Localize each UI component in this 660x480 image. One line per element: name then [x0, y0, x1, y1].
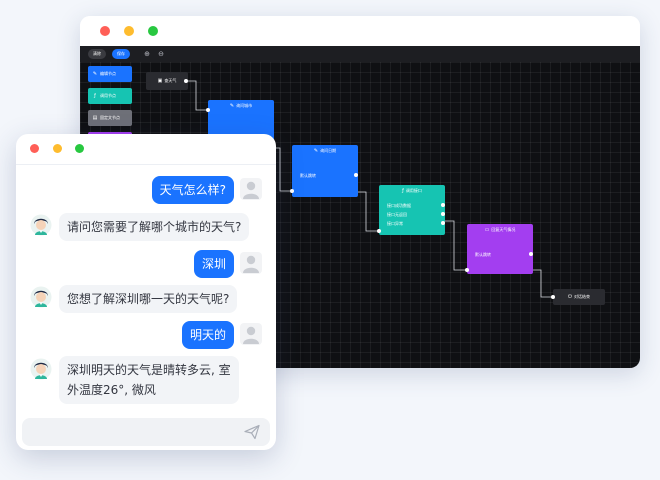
minimize-window-dot[interactable]: [124, 26, 134, 36]
wire-n1-n2: [272, 147, 292, 192]
message-text: 天气怎么样?: [159, 183, 226, 197]
bot-message-bubble: 深圳明天的天气是晴转多云, 室 外温度26°, 微风: [59, 356, 239, 404]
input-port[interactable]: [551, 295, 555, 299]
divider: [16, 164, 276, 165]
clear-button[interactable]: 清除: [88, 49, 106, 59]
message-text: 深圳: [201, 257, 226, 271]
bot-message-bubble: 您想了解深圳哪一天的天气呢?: [59, 285, 238, 313]
maximize-window-dot[interactable]: [75, 144, 84, 153]
wire-n4-end: [531, 269, 553, 298]
user-avatar: [240, 323, 262, 345]
close-window-dot[interactable]: [100, 26, 110, 36]
wire-n3-n4: [443, 220, 467, 271]
flow-node-ask-date[interactable]: ✎询问日期 默认跳转: [290, 145, 358, 197]
node-row-label: 默认跳转: [475, 252, 491, 257]
node-row-label: 默认跳转: [300, 173, 316, 178]
maximize-window-dot[interactable]: [148, 26, 158, 36]
node-row-label: 接口异常: [387, 221, 403, 226]
output-port[interactable]: [441, 212, 445, 216]
zoom-in-icon[interactable]: ⊕: [144, 50, 150, 58]
close-window-dot[interactable]: [30, 144, 39, 153]
output-port[interactable]: [184, 79, 188, 83]
edit-icon: ✎: [313, 148, 319, 154]
message-text: 您想了解深圳哪一天的天气呢?: [67, 292, 230, 306]
palette-item-label: 调用节点: [100, 93, 116, 98]
output-port[interactable]: [441, 203, 445, 207]
user-avatar: [240, 252, 262, 274]
user-message-bubble: 明天的: [181, 321, 234, 349]
user-message-bubble: 天气怎么样?: [151, 176, 234, 204]
wire-start-n1: [186, 80, 208, 111]
function-icon: ƒ: [94, 93, 96, 99]
output-port[interactable]: [529, 252, 533, 256]
palette-item-text-node[interactable]: ▤固定文节点: [88, 110, 132, 126]
node-title: 回复天气情况: [491, 227, 516, 232]
user-message-bubble: 深圳: [193, 250, 234, 278]
wire-n2-n3: [356, 191, 379, 232]
node-row-label: 接口无返回: [387, 212, 407, 217]
bot-avatar: [30, 286, 52, 308]
message-text: 请问您需要了解哪个城市的天气?: [67, 220, 242, 234]
message-input[interactable]: [22, 418, 270, 446]
palette-item-label: 编辑节点: [100, 71, 116, 76]
input-port[interactable]: [206, 108, 210, 112]
output-port[interactable]: [354, 173, 358, 177]
flow-node-end[interactable]: ⏻对话结束: [551, 289, 605, 305]
message-text-line: 外温度26°, 微风: [67, 383, 156, 397]
palette-item-edit-node[interactable]: ✎编辑节点: [88, 66, 132, 82]
bot-message-bubble: 请问您需要了解哪个城市的天气?: [59, 213, 250, 241]
node-label: 查天气: [164, 78, 177, 83]
start-node-icon: ▣: [157, 78, 163, 84]
editor-titlebar: [80, 16, 640, 46]
chat-window: 天气怎么样? 请问您需要了解哪个城市的天气? 深圳 您想了解深圳哪一天的天气呢?…: [16, 134, 276, 450]
minimize-window-dot[interactable]: [53, 144, 62, 153]
node-title: 调用接口: [405, 188, 422, 193]
message-icon: ▭: [484, 227, 490, 233]
input-port[interactable]: [377, 229, 381, 233]
text-icon: ▤: [92, 115, 98, 121]
message-text: 明天的: [189, 328, 226, 342]
user-avatar: [240, 178, 262, 200]
node-label: 对话结束: [573, 294, 590, 299]
node-row-label: 接口成功数据: [387, 203, 411, 208]
message-text-line: 深圳明天的天气是晴转多云, 室: [67, 363, 231, 377]
node-title: 询问日期: [320, 148, 337, 153]
output-port[interactable]: [441, 221, 445, 225]
flow-connections: [186, 80, 553, 298]
palette-item-label: 固定文节点: [100, 115, 120, 120]
input-port[interactable]: [290, 189, 294, 193]
input-port[interactable]: [465, 268, 469, 272]
send-icon[interactable]: [244, 424, 260, 440]
bot-avatar: [30, 214, 52, 236]
palette-item-call-node[interactable]: ƒ 调用节点: [88, 88, 132, 104]
function-icon: ƒ: [402, 188, 404, 194]
edit-icon: ✎: [229, 103, 235, 109]
node-title: 询问城市: [236, 103, 253, 108]
zoom-out-icon[interactable]: ⊖: [158, 50, 164, 58]
power-icon: ⏻: [568, 294, 572, 300]
save-button[interactable]: 保存: [112, 49, 130, 59]
flow-node-reply-weather[interactable]: ▭回复天气情况 默认跳转: [465, 224, 533, 274]
flow-node-start[interactable]: ▣查天气: [146, 72, 188, 90]
bot-avatar: [30, 358, 52, 380]
edit-icon: ✎: [92, 71, 98, 77]
editor-toolbar: 清除 保存 ⊕ ⊖: [80, 46, 640, 62]
